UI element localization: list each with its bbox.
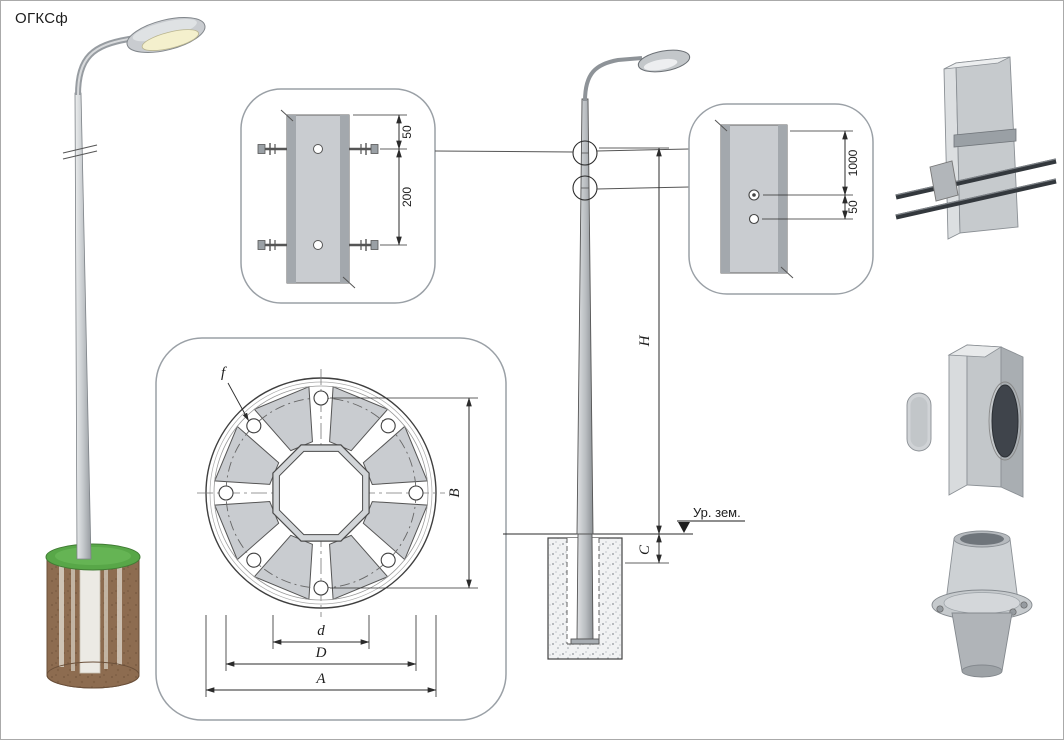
dim-H-label: H bbox=[637, 334, 653, 347]
lamp-arm-elevation bbox=[583, 56, 643, 102]
dim-D bbox=[225, 615, 417, 671]
foundation-section bbox=[547, 533, 623, 660]
dim-H bbox=[599, 147, 669, 535]
cable-thimble bbox=[929, 160, 959, 202]
ground-level-mark: Ур. зем. bbox=[677, 505, 745, 533]
detail-callout-right: 1000 50 bbox=[688, 103, 874, 295]
dim-C-label: C bbox=[637, 544, 653, 555]
door-opening bbox=[991, 384, 1019, 458]
detail-right-dimensions bbox=[762, 130, 853, 220]
luminaire-elevation bbox=[637, 49, 691, 73]
dim-d-label: d bbox=[317, 623, 325, 639]
dim-A bbox=[205, 615, 437, 697]
bolt-row-bottom bbox=[257, 239, 379, 251]
dim-1000-label: 1000 bbox=[846, 149, 860, 176]
page-title: ОГКСф bbox=[15, 10, 68, 27]
pole-band bbox=[953, 128, 1017, 148]
render-base-flange bbox=[931, 530, 1033, 678]
callout-circle-lower bbox=[572, 175, 598, 201]
dim-200-label: 200 bbox=[400, 187, 414, 207]
dim-B-label: B bbox=[447, 488, 463, 497]
pole-shaft-elevation bbox=[576, 98, 594, 535]
pole-elevation: H C Ур. зем. bbox=[434, 49, 745, 660]
dim-50-right-label: 50 bbox=[846, 200, 860, 214]
ground-level-label: Ур. зем. bbox=[693, 505, 741, 520]
bolt-row-top bbox=[257, 143, 379, 155]
foundation-3d bbox=[45, 543, 141, 689]
render-anchor-clamp bbox=[895, 56, 1057, 240]
pole-3d-render bbox=[45, 17, 206, 689]
luminaire-3d bbox=[126, 17, 206, 53]
dim-A-label: A bbox=[315, 671, 326, 687]
callout-circle-upper bbox=[572, 140, 598, 166]
flange-bolt-holes bbox=[218, 390, 424, 596]
dim-D-label: D bbox=[315, 645, 327, 661]
flange-top-view-callout: f B d D A bbox=[155, 337, 507, 721]
dim-C bbox=[625, 533, 669, 564]
dim-50-upper-label: 50 bbox=[400, 125, 414, 139]
detail-callout-upper: 50 200 bbox=[240, 88, 436, 304]
detail-upper-dimensions bbox=[353, 114, 407, 246]
hole-diameter-label: f bbox=[221, 365, 227, 381]
dim-d bbox=[272, 615, 370, 649]
dim-B bbox=[330, 397, 478, 589]
render-access-door bbox=[906, 344, 1024, 498]
pole-shaft-3d bbox=[74, 92, 92, 560]
octagon-opening-inner bbox=[278, 450, 364, 536]
